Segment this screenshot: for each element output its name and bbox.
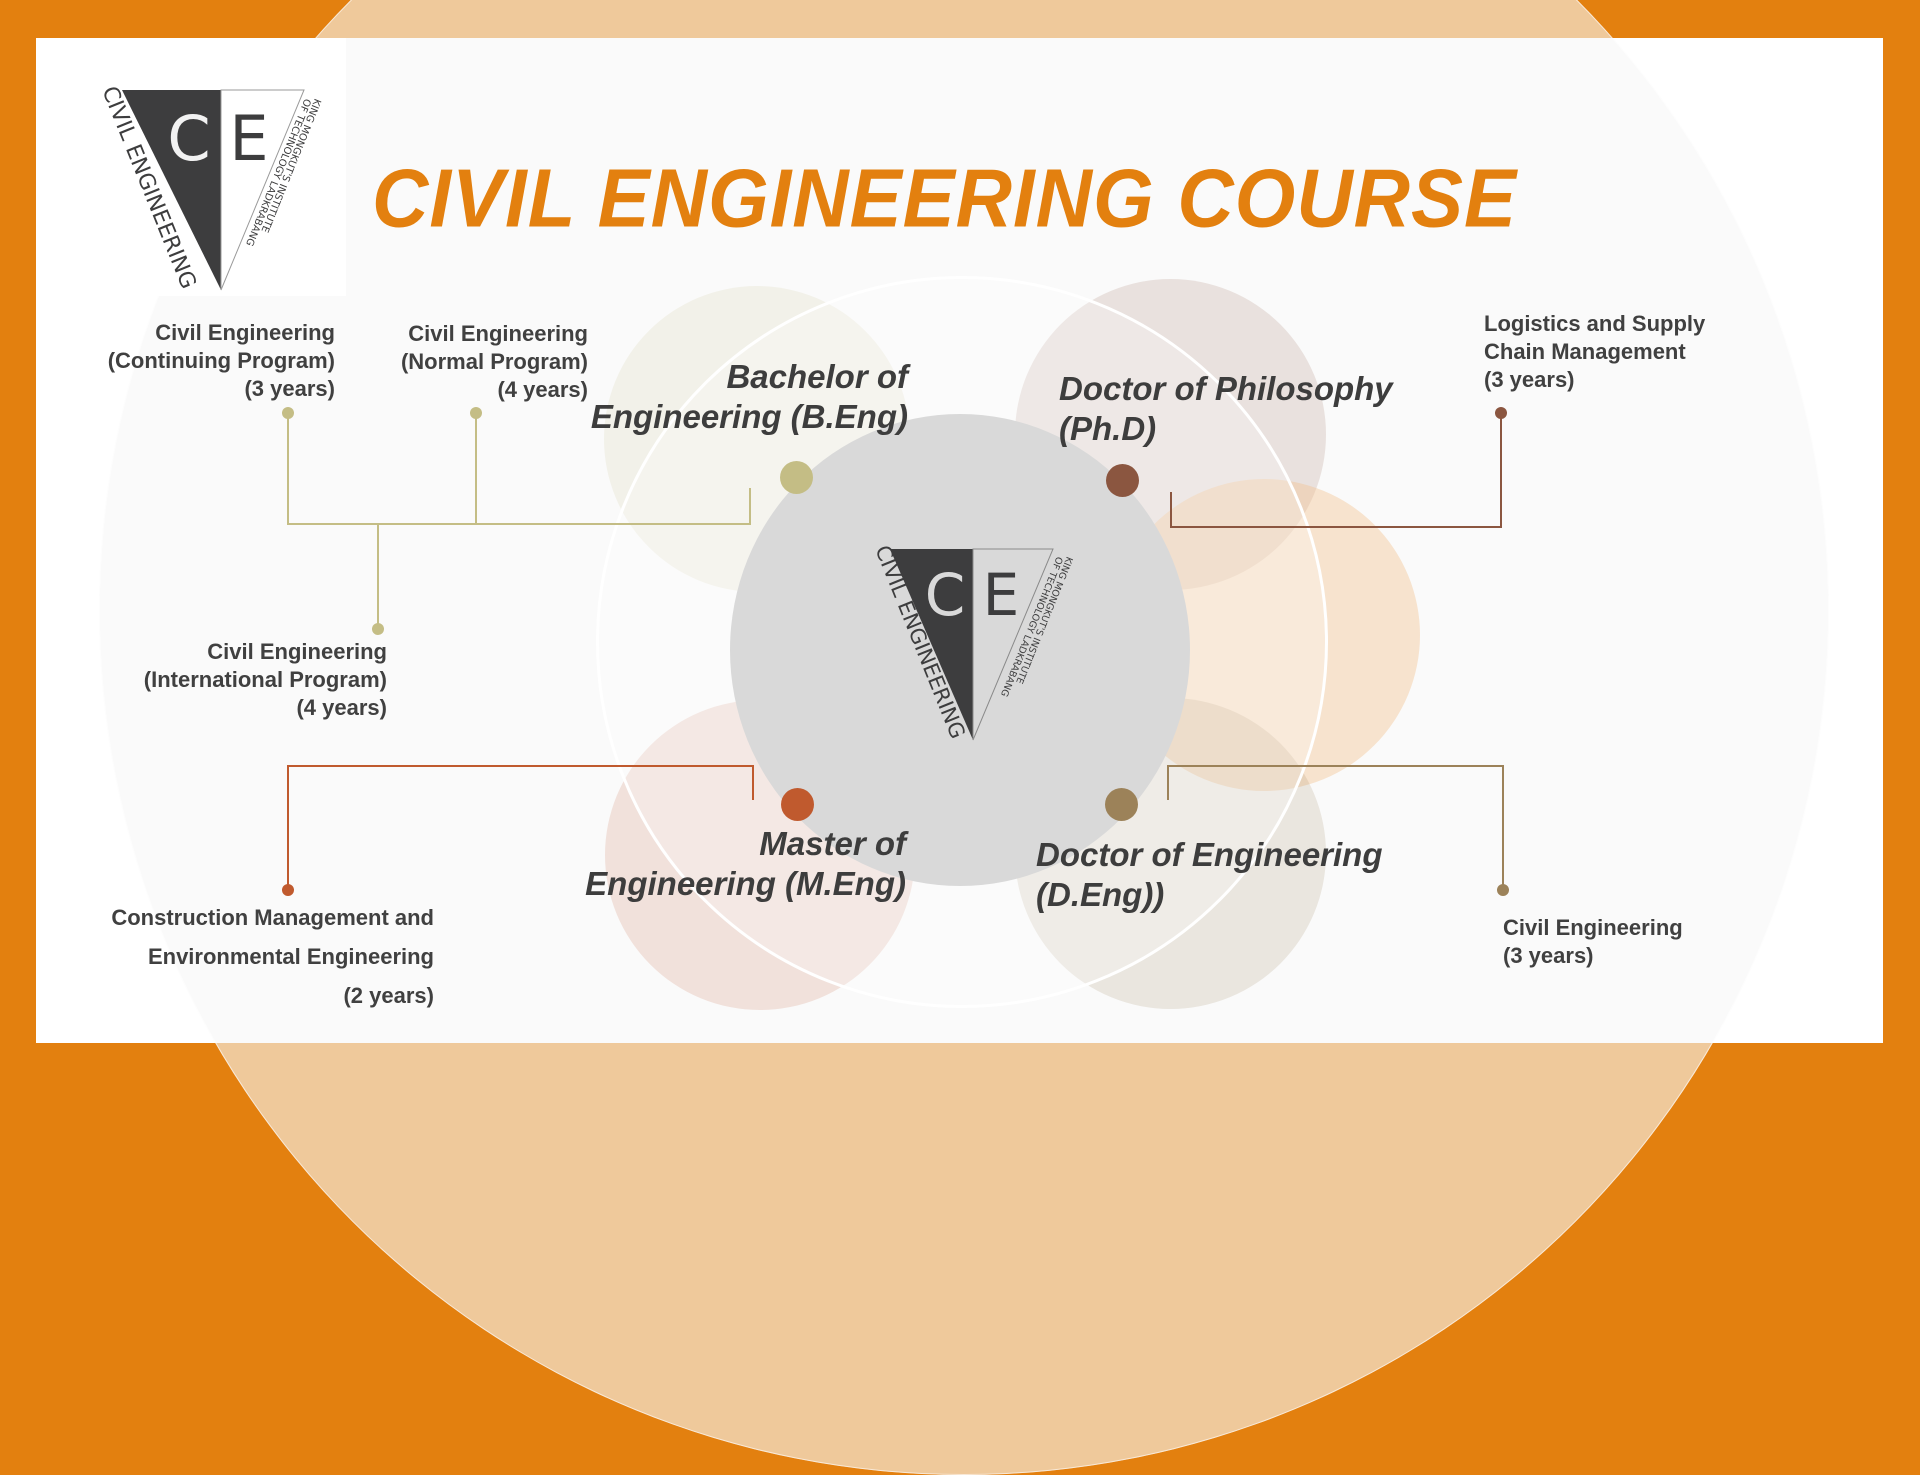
bachelor-connector-v-normal xyxy=(475,413,477,525)
program-international-line3: (4 years) xyxy=(296,695,387,720)
deng-label-line2: (D.Eng)) xyxy=(1036,876,1165,913)
program-logistics-line3: (3 years) xyxy=(1484,367,1575,392)
master-dot-icon xyxy=(781,788,814,821)
program-international: Civil Engineering (International Program… xyxy=(144,638,387,722)
bachelor-connector-v-continuing xyxy=(287,413,289,525)
page-title: CIVIL ENGINEERING COURSE xyxy=(372,151,1518,245)
master-label-line2: Engineering (M.Eng) xyxy=(585,865,906,902)
phd-connector-v-main xyxy=(1170,492,1172,528)
svg-text:E: E xyxy=(983,561,1020,629)
phd-label-line2: (Ph.D) xyxy=(1059,410,1157,447)
international-dot-icon xyxy=(372,623,384,635)
deng-connector-v-main xyxy=(1167,765,1169,800)
program-logistics-line2: Chain Management xyxy=(1484,339,1686,364)
logo-top-left: C E CIVIL ENGINEERING KING MONGKUT'S INS… xyxy=(36,38,346,296)
program-international-line2: (International Program) xyxy=(143,667,387,692)
bachelor-connector-h xyxy=(287,523,751,525)
program-construction-line2: Environmental Engineering xyxy=(147,944,434,969)
bachelor-connector-v-main xyxy=(749,488,751,525)
program-logistics-line1: Logistics and Supply xyxy=(1484,311,1706,336)
program-construction-line1: Construction Management and xyxy=(111,905,434,930)
phd-connector-v-logistics xyxy=(1500,413,1502,528)
program-continuing-line1: Civil Engineering xyxy=(155,320,335,345)
deng-civil-dot-icon xyxy=(1497,884,1509,896)
deng-label: Doctor of Engineering (D.Eng)) xyxy=(1036,835,1383,915)
master-connector-v-main xyxy=(752,765,754,800)
program-normal-line2: (Normal Program) xyxy=(400,349,588,374)
bachelor-label-line1: Bachelor of xyxy=(726,358,908,395)
deng-label-line1: Doctor of Engineering xyxy=(1036,836,1383,873)
master-connector-v-construction xyxy=(287,765,289,890)
continuing-dot-icon xyxy=(282,407,294,419)
master-connector-h xyxy=(287,765,754,767)
deng-dot-icon xyxy=(1105,788,1138,821)
phd-label: Doctor of Philosophy (Ph.D) xyxy=(1059,369,1393,449)
logistics-dot-icon xyxy=(1495,407,1507,419)
construction-dot-icon xyxy=(282,884,294,896)
bachelor-label-line2: Engineering (B.Eng) xyxy=(590,398,908,435)
program-construction: Construction Management and Environmenta… xyxy=(111,898,434,1015)
phd-label-line1: Doctor of Philosophy xyxy=(1059,370,1393,407)
phd-dot-icon xyxy=(1106,464,1139,497)
master-label: Master of Engineering (M.Eng) xyxy=(585,824,906,904)
phd-connector-h xyxy=(1170,526,1502,528)
program-continuing: Civil Engineering (Continuing Program) (… xyxy=(108,319,335,403)
program-normal: Civil Engineering (Normal Program) (4 ye… xyxy=(401,320,588,404)
program-deng-civil-line2: (3 years) xyxy=(1503,943,1594,968)
master-label-line1: Master of xyxy=(759,825,906,862)
program-logistics: Logistics and Supply Chain Management (3… xyxy=(1484,310,1705,394)
program-construction-line3: (2 years) xyxy=(343,983,434,1008)
bachelor-connector-v-international xyxy=(377,523,379,629)
program-deng-civil-line1: Civil Engineering xyxy=(1503,915,1683,940)
civil-engineering-logo-icon: C E CIVIL ENGINEERING KING MONGKUT'S INS… xyxy=(96,83,322,293)
program-normal-line3: (4 years) xyxy=(497,377,588,402)
center-logo-icon: C E CIVIL ENGINEERING KING MONGKUT'S INS… xyxy=(870,542,1074,742)
svg-text:C: C xyxy=(925,561,966,629)
program-continuing-line3: (3 years) xyxy=(244,376,335,401)
program-international-line1: Civil Engineering xyxy=(207,639,387,664)
normal-dot-icon xyxy=(470,407,482,419)
deng-connector-h xyxy=(1167,765,1504,767)
svg-text:E: E xyxy=(229,102,268,175)
bachelor-label: Bachelor of Engineering (B.Eng) xyxy=(591,357,908,437)
program-deng-civil: Civil Engineering (3 years) xyxy=(1503,914,1683,970)
deng-connector-v-civil xyxy=(1502,765,1504,890)
svg-text:C: C xyxy=(167,102,210,175)
bachelor-dot-icon xyxy=(780,461,813,494)
program-normal-line1: Civil Engineering xyxy=(408,321,588,346)
program-continuing-line2: (Continuing Program) xyxy=(107,348,335,373)
